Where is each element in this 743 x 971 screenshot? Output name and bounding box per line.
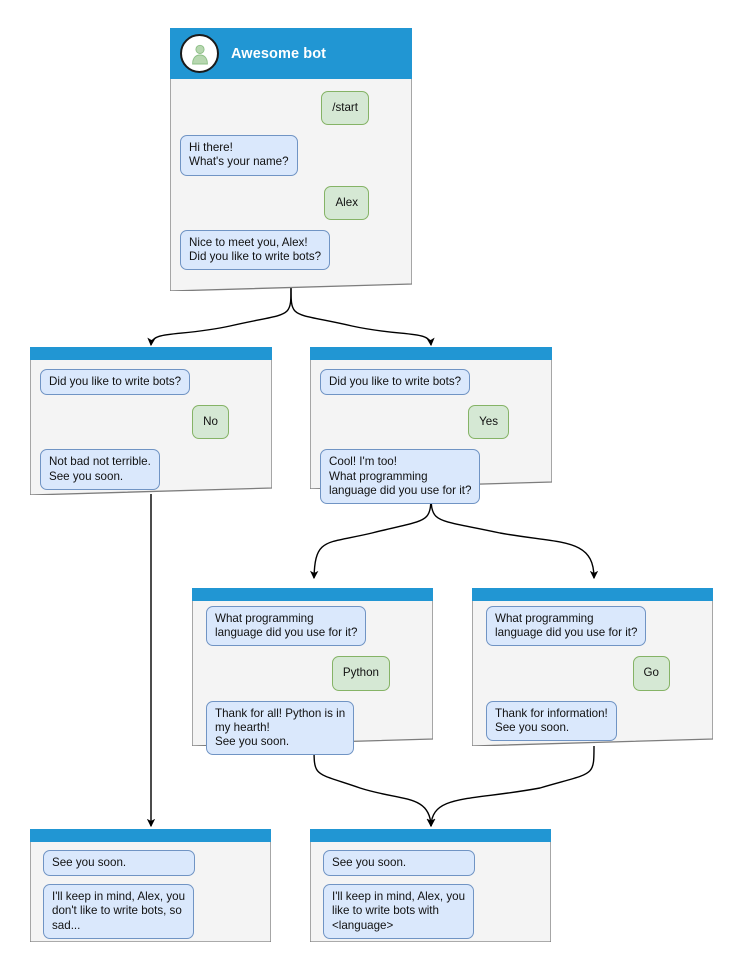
card-end-sad-header: [30, 829, 271, 842]
card-root[interactable]: Awesome bot /start Hi there! What's your…: [170, 28, 412, 291]
card-python-branch-chat-body: What programming language did you use fo…: [192, 601, 433, 771]
edge-go-to-end-happy: [427, 745, 595, 828]
message-row: See you soon.: [323, 850, 541, 877]
message-row: Thank for information! See you soon.: [486, 700, 703, 742]
bot-bubble[interactable]: See you soon.: [43, 850, 195, 877]
bot-bubble[interactable]: I'll keep in mind, Alex, you don't like …: [43, 884, 195, 939]
message-row: I'll keep in mind, Alex, you like to wri…: [323, 884, 541, 939]
user-bubble[interactable]: No: [192, 405, 229, 440]
bot-bubble[interactable]: Thank for all! Python is in my hearth! S…: [206, 700, 355, 756]
message-row: Alex: [180, 185, 402, 220]
bot-bubble[interactable]: Nice to meet you, Alex! Did you like to …: [180, 229, 331, 271]
edge-root-to-no: [147, 286, 292, 347]
message-row: No: [40, 405, 262, 440]
card-end-happy-chat-body: See you soon. I'll keep in mind, Alex, y…: [310, 842, 551, 955]
bot-bubble[interactable]: Hi there! What's your name?: [180, 135, 298, 176]
person-avatar-icon: [180, 34, 219, 73]
card-no-branch-header: [30, 347, 272, 360]
message-row: Yes: [320, 405, 542, 440]
message-row: Hi there! What's your name?: [180, 135, 402, 176]
bot-bubble[interactable]: I'll keep in mind, Alex, you like to wri…: [323, 884, 475, 939]
bot-name-title: Awesome bot: [231, 45, 327, 62]
message-row: What programming language did you use fo…: [486, 606, 703, 647]
message-row: Did you like to write bots?: [320, 369, 542, 396]
card-yes-branch-chat-body: Did you like to write bots? Yes Cool! I'…: [310, 360, 552, 520]
user-bubble[interactable]: Go: [632, 656, 670, 691]
card-end-happy[interactable]: See you soon. I'll keep in mind, Alex, y…: [310, 829, 551, 942]
card-yes-branch-header: [310, 347, 552, 360]
message-row: What programming language did you use fo…: [206, 606, 423, 647]
card-end-sad-chat-body: See you soon. I'll keep in mind, Alex, y…: [30, 842, 271, 955]
card-end-sad[interactable]: See you soon. I'll keep in mind, Alex, y…: [30, 829, 271, 942]
message-row: Thank for all! Python is in my hearth! S…: [206, 700, 423, 756]
user-bubble[interactable]: Alex: [324, 185, 369, 220]
user-bubble[interactable]: Yes: [468, 405, 509, 440]
bot-bubble[interactable]: Did you like to write bots?: [320, 369, 471, 396]
card-no-branch-chat-body: Did you like to write bots? No Not bad n…: [30, 360, 272, 506]
card-go-branch-chat-body: What programming language did you use fo…: [472, 601, 713, 757]
user-bubble[interactable]: Python: [331, 656, 390, 691]
card-no-branch[interactable]: Did you like to write bots? No Not bad n…: [30, 347, 272, 495]
message-row: I'll keep in mind, Alex, you don't like …: [43, 884, 261, 939]
bot-bubble[interactable]: What programming language did you use fo…: [486, 606, 647, 647]
message-row: Not bad not terrible. See you soon.: [40, 449, 262, 490]
bot-bubble[interactable]: What programming language did you use fo…: [206, 606, 367, 647]
edge-root-to-yes: [290, 286, 435, 347]
card-python-branch-header: [192, 588, 433, 601]
card-root-chat-body: /start Hi there! What's your name? Alex …: [170, 79, 412, 286]
message-row: Nice to meet you, Alex! Did you like to …: [180, 229, 402, 271]
message-row: Cool! I'm too! What programming language…: [320, 449, 542, 505]
message-row: See you soon.: [43, 850, 261, 877]
card-end-happy-header: [310, 829, 551, 842]
bot-bubble[interactable]: Cool! I'm too! What programming language…: [320, 449, 481, 505]
message-row: /start: [180, 91, 402, 126]
card-go-branch[interactable]: What programming language did you use fo…: [472, 588, 713, 746]
bot-bubble[interactable]: Not bad not terrible. See you soon.: [40, 449, 160, 490]
message-row: Go: [486, 656, 703, 691]
bot-bubble[interactable]: Did you like to write bots?: [40, 369, 191, 396]
card-yes-branch[interactable]: Did you like to write bots? Yes Cool! I'…: [310, 347, 552, 505]
card-go-branch-header: [472, 588, 713, 601]
message-row: Python: [206, 656, 423, 691]
user-bubble[interactable]: /start: [321, 91, 369, 126]
card-python-branch[interactable]: What programming language did you use fo…: [192, 588, 433, 756]
message-row: Did you like to write bots?: [40, 369, 262, 396]
bot-bubble[interactable]: Thank for information! See you soon.: [486, 700, 617, 742]
bot-bubble[interactable]: See you soon.: [323, 850, 475, 877]
card-root-header: Awesome bot: [170, 28, 412, 79]
